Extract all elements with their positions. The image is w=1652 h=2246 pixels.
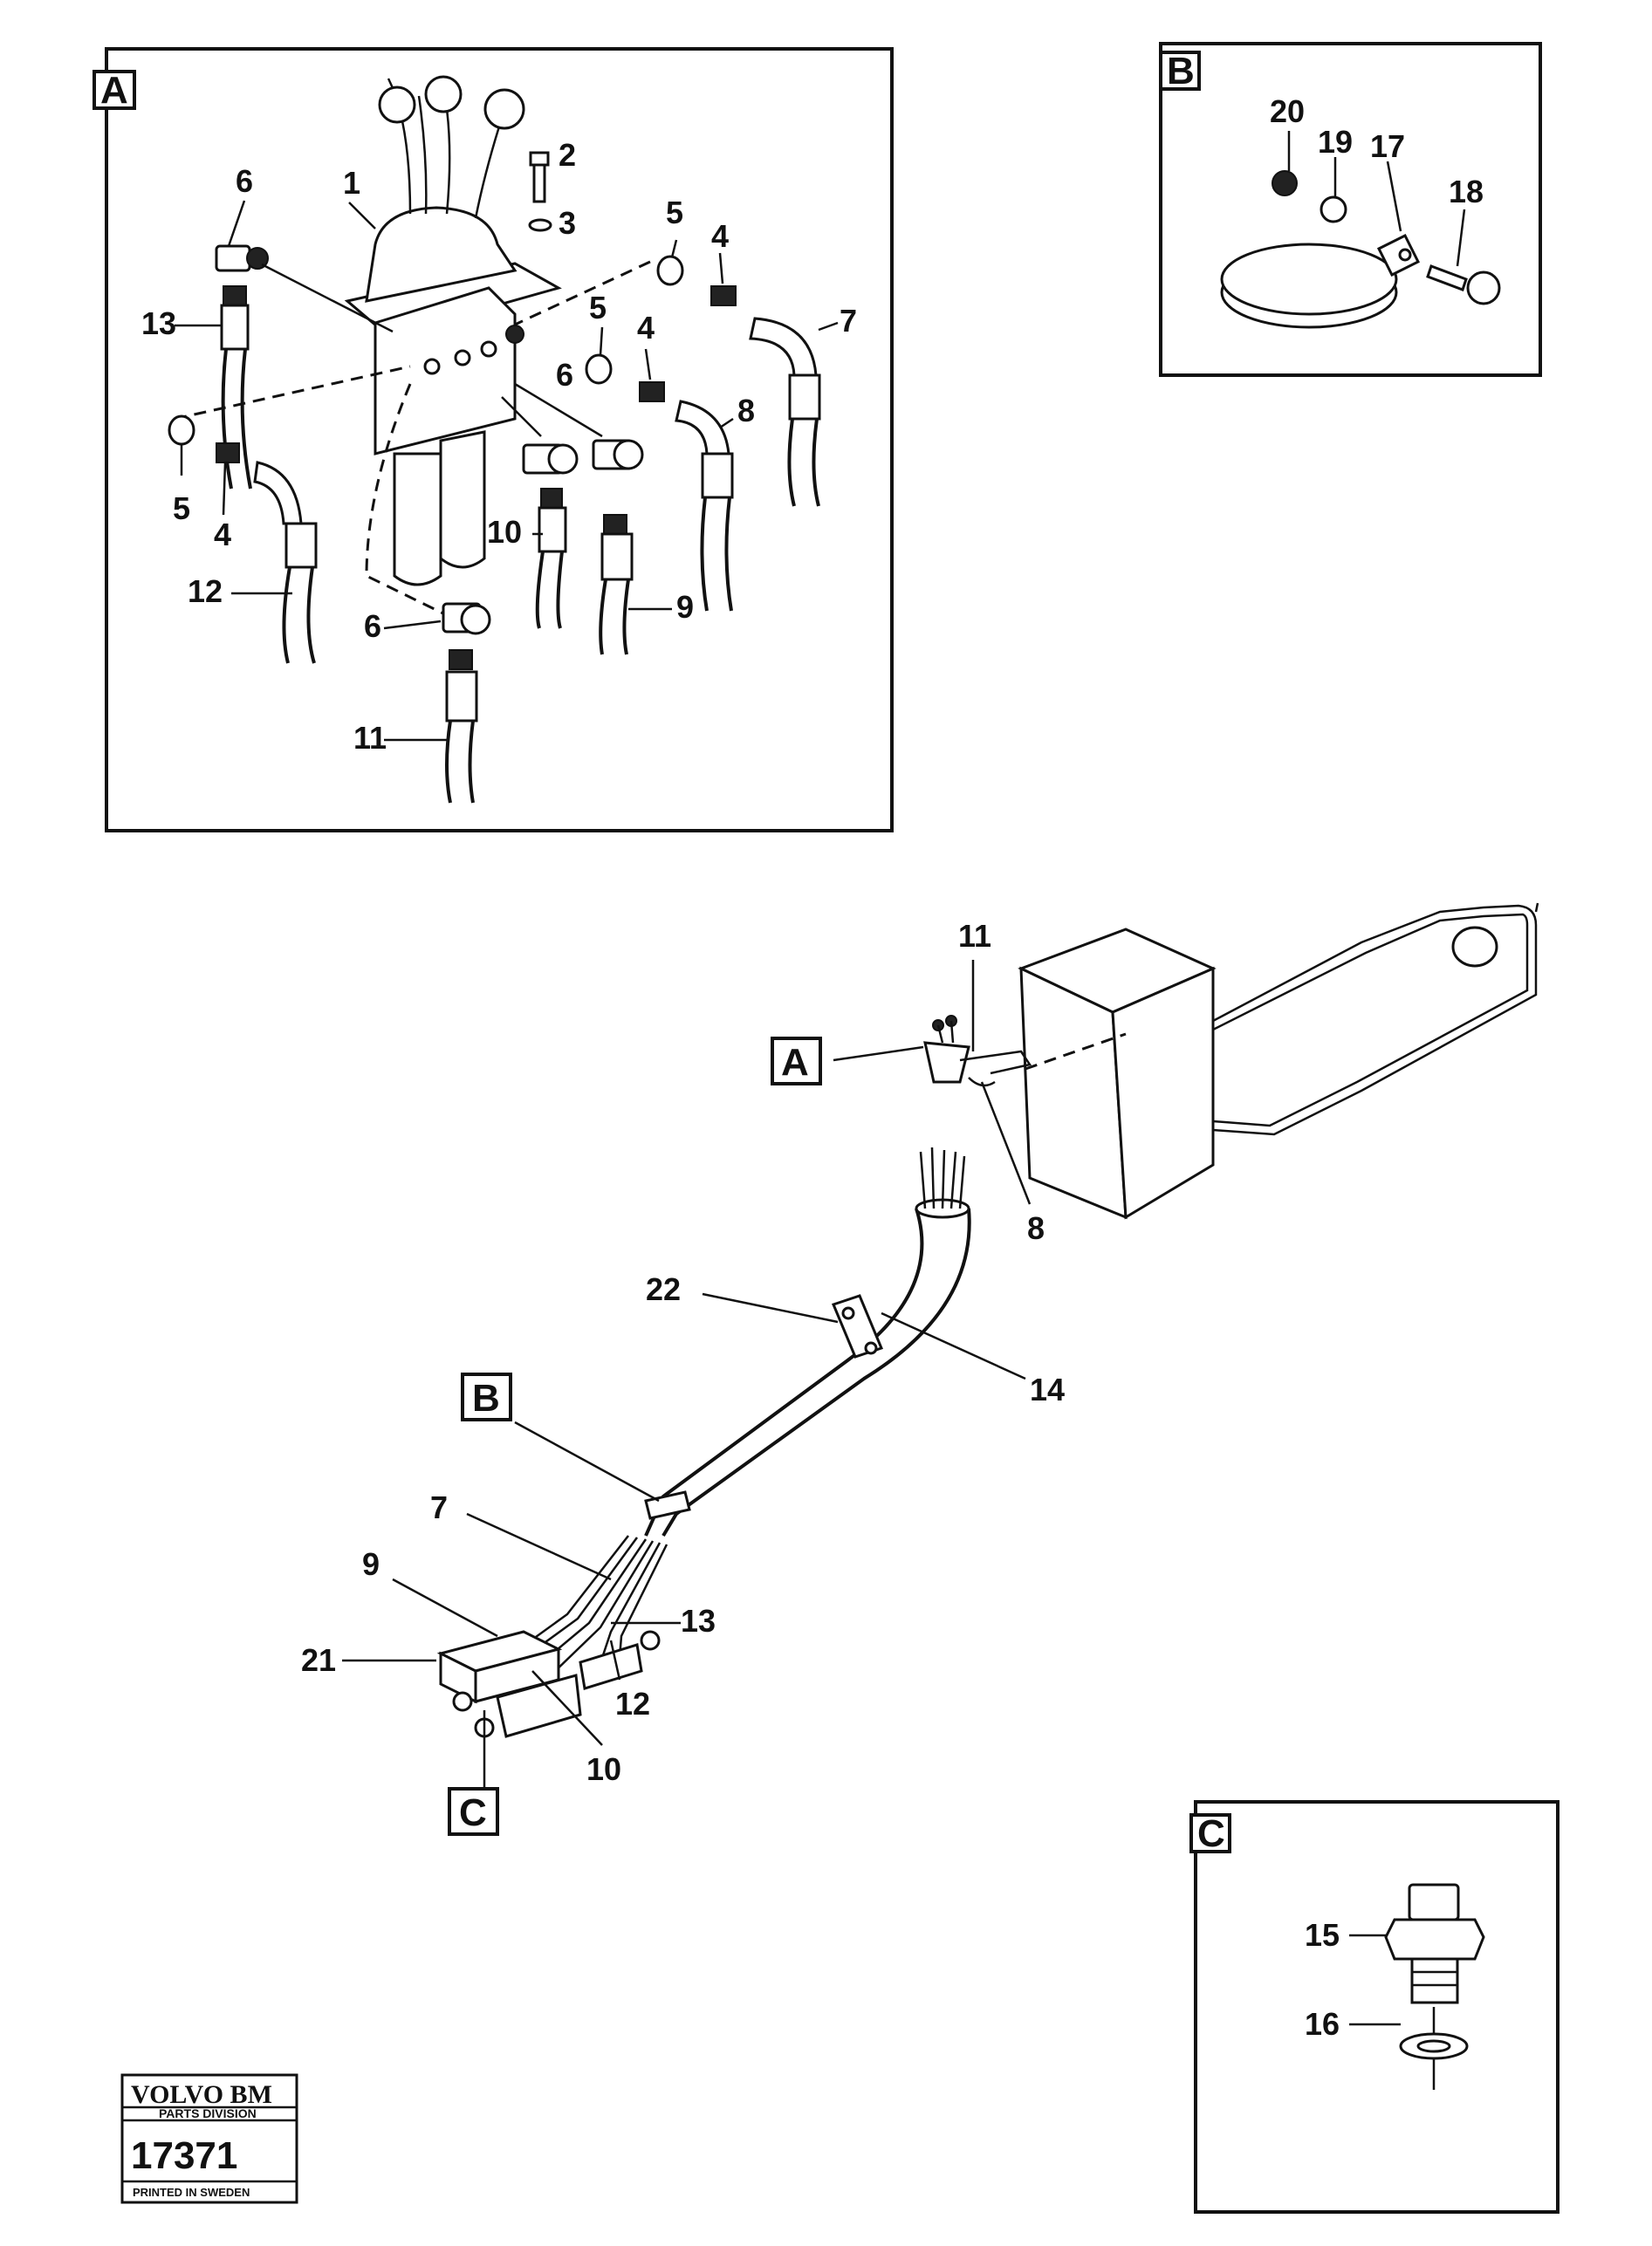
volvo-bm-stamp: VOLVO BM PARTS DIVISION 17371 PRINTED IN… <box>120 2073 298 2204</box>
label-10: 10 <box>487 514 522 550</box>
label-2: 2 <box>559 137 576 173</box>
panel-a-letter-box <box>93 70 136 110</box>
main-label-11: 11 <box>958 918 991 954</box>
callout-c-box <box>448 1787 499 1836</box>
label-5-left: 5 <box>173 490 190 526</box>
dashed-routing-upper <box>514 260 651 326</box>
label-6: 6 <box>236 163 253 199</box>
callout-b-box <box>461 1373 512 1421</box>
control-valve <box>344 75 562 586</box>
main-label-8: 8 <box>1027 1210 1045 1246</box>
callout-a-box <box>771 1037 822 1085</box>
label-20: 20 <box>1270 93 1305 129</box>
label-4: 4 <box>711 218 729 254</box>
label-6-middle: 6 <box>556 357 573 393</box>
panel-b-letter-box <box>1159 51 1201 91</box>
main-label-21: 21 <box>301 1642 336 1678</box>
panel-c-letter: C <box>1197 1812 1225 1855</box>
adapter-fitting <box>1384 1883 1485 2060</box>
label-18: 18 <box>1449 174 1484 209</box>
panel-b-letter: B <box>1167 50 1195 92</box>
main-assembly: A B C 11 8 22 14 7 13 9 21 12 10 <box>301 902 1539 1836</box>
label-13: 13 <box>141 305 176 341</box>
main-label-10: 10 <box>586 1751 621 1787</box>
detail-panel-c: C 15 16 <box>1189 1800 1559 2214</box>
bolt-and-washer <box>528 151 552 232</box>
label-3: 3 <box>559 205 576 241</box>
callout-a: A <box>781 1041 809 1084</box>
main-label-13: 13 <box>681 1603 716 1639</box>
label-5-middle: 5 <box>589 290 607 325</box>
callout-b: B <box>472 1377 500 1420</box>
callout-c: C <box>459 1791 487 1834</box>
label-8: 8 <box>737 393 755 428</box>
label-1: 1 <box>343 165 360 201</box>
label-12: 12 <box>188 573 223 609</box>
label-17: 17 <box>1370 128 1405 164</box>
panel-c-letter-box <box>1189 1813 1231 1853</box>
logo-footer: PRINTED IN SWEDEN <box>133 2186 250 2199</box>
label-15: 15 <box>1305 1917 1340 1953</box>
label-9: 9 <box>676 589 694 625</box>
label-19: 19 <box>1318 124 1353 160</box>
hose-7-assembly <box>656 255 821 507</box>
dashed-routing-left <box>174 365 411 421</box>
label-4-middle: 4 <box>637 310 655 346</box>
label-6-bottom: 6 <box>364 608 381 644</box>
label-5: 5 <box>666 195 683 230</box>
hose-clamp <box>1220 170 1501 329</box>
detail-panel-b: B 20 19 17 18 <box>1159 42 1542 377</box>
dashed-routing-lower <box>365 383 448 617</box>
main-label-14: 14 <box>1030 1372 1065 1407</box>
label-4-left: 4 <box>214 517 231 552</box>
detail-panel-a: A <box>93 47 894 832</box>
logo-brand: VOLVO BM <box>131 2080 272 2109</box>
main-label-9: 9 <box>362 1546 380 1582</box>
logo-division: PARTS DIVISION <box>159 2106 257 2120</box>
label-11: 11 <box>353 720 387 756</box>
hose-12-assembly <box>168 414 318 664</box>
label-7: 7 <box>840 303 857 339</box>
label-16: 16 <box>1305 2006 1340 2042</box>
hose-10-9-assembly <box>501 382 644 655</box>
hose-13-assembly <box>215 244 394 490</box>
main-label-7: 7 <box>430 1489 448 1525</box>
hose-8-assembly <box>585 353 734 612</box>
hose-11-assembly <box>442 602 491 804</box>
main-label-22: 22 <box>646 1271 681 1307</box>
panel-a-letter: A <box>100 69 128 112</box>
logo-number: 17371 <box>131 2134 237 2177</box>
main-label-12: 12 <box>615 1686 650 1722</box>
